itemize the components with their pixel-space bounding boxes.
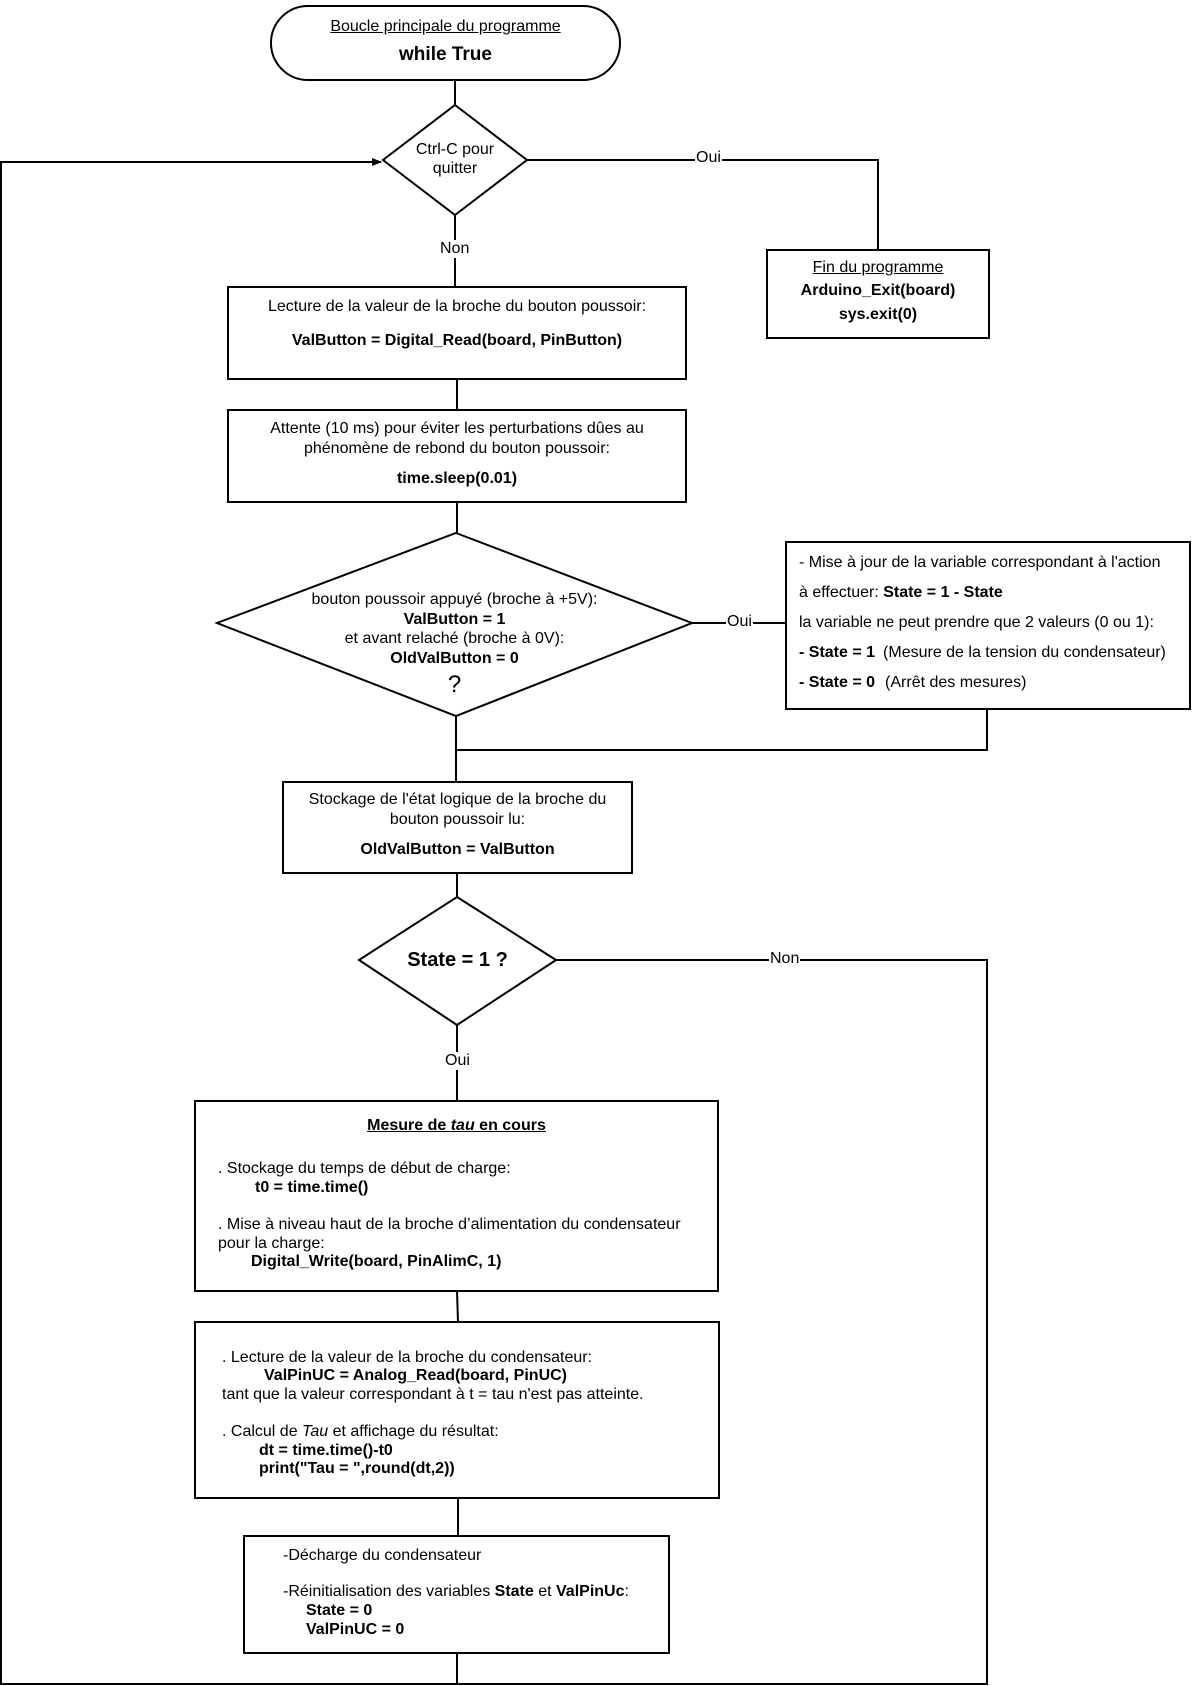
toggle-line5-code: - State = 0 (799, 674, 876, 691)
start-title: Boucle principale du programme (330, 18, 561, 35)
discharge-code1: State = 0 (306, 1602, 373, 1619)
measure-title: Mesure de tau en cours (195, 1116, 718, 1135)
discharge-line2-c: et (533, 1583, 557, 1600)
end-code2: sys.exit(0) (838, 306, 918, 323)
exit-no-label: Non (439, 240, 471, 258)
measure-line2: . Mise à niveau haut de la broche d’alim… (218, 1216, 681, 1233)
store-line1: Stockage de l'état logique de la broche … (308, 791, 607, 808)
wait-code: time.sleep(0.01) (396, 470, 518, 487)
end-code1: Arduino_Exit(board) (800, 282, 956, 299)
toggle-line1: - Mise à jour de la variable corresponda… (799, 554, 1161, 571)
store-line2: bouton poussoir lu: (389, 811, 526, 828)
read-cap-code1: ValPinUC = Analog_Read(board, PinUC) (264, 1367, 568, 1384)
state-decision-text: State = 1 ? (407, 949, 508, 971)
toggle-line4-text: (Mesure de la tension du condensateur) (883, 644, 1166, 661)
end-title: Fin du programme (812, 259, 944, 276)
measure-title-c: en cours (474, 1117, 546, 1134)
press-question: ? (447, 671, 462, 698)
discharge-line1: -Décharge du condensateur (283, 1547, 482, 1564)
wait-line1: Attente (10 ms) pour éviter les perturba… (270, 420, 644, 437)
toggle-line3: la variable ne peut prendre que 2 valeur… (799, 614, 1154, 631)
exit-decision-line1: Ctrl-C pour (415, 141, 495, 158)
read-cap-line3-c: et affichage du résultat: (328, 1423, 499, 1440)
press-code1: ValButton = 1 (403, 611, 506, 628)
press-yes-label: Oui (726, 613, 753, 631)
press-line1: bouton poussoir appuyé (broche à +5V): (311, 591, 598, 608)
measure-title-b: tau (450, 1117, 475, 1134)
read-cap-code3: print("Tau = ",round(dt,2)) (259, 1460, 455, 1477)
toggle-line5-text: (Arrêt des mesures) (885, 674, 1027, 691)
discharge-code2: ValPinUC = 0 (306, 1621, 405, 1638)
measure-code1: t0 = time.time() (255, 1179, 369, 1196)
read-cap-line1: . Lecture de la valeur de la broche du c… (222, 1349, 593, 1366)
read-cap-line3-a: . Calcul de (222, 1423, 303, 1440)
state-yes-label: Oui (444, 1052, 471, 1070)
read-cap-line2: tant que la valeur correspondant à t = t… (222, 1386, 644, 1403)
toggle-line2-code: State = 1 - State (883, 584, 1003, 601)
start-terminator (270, 5, 621, 81)
discharge-line2-b: State (494, 1583, 534, 1600)
read-cap-code2: dt = time.time()-t0 (259, 1442, 393, 1459)
exit-yes-label: Oui (695, 149, 722, 167)
toggle-line5: - State = 0 (Arrêt des mesures) (799, 673, 1026, 692)
measure-line1: . Stockage du temps de début de charge: (218, 1160, 511, 1177)
measure-code2: Digital_Write(board, PinAlimC, 1) (251, 1253, 502, 1270)
measure-line3: pour la charge: (218, 1235, 325, 1252)
discharge-line2: -Réinitialisation des variables State et… (283, 1582, 629, 1601)
toggle-line2: à effectuer: State = 1 - State (799, 583, 1003, 602)
wait-line2: phénomène de rebond du bouton poussoir: (303, 440, 610, 457)
start-code: while True (399, 44, 492, 65)
read-button-text: Lecture de la valeur de la broche du bou… (267, 298, 647, 315)
toggle-line2-prefix: à effectuer: (799, 584, 884, 601)
state-no-label: Non (769, 950, 801, 968)
exit-decision-line2: quitter (432, 160, 478, 177)
press-code2: OldValButton = 0 (390, 650, 519, 667)
press-line2: et avant relaché (broche à 0V): (344, 630, 565, 647)
discharge-line2-e: : (624, 1583, 629, 1600)
read-cap-line3: . Calcul de Tau et affichage du résultat… (222, 1422, 499, 1441)
discharge-line2-d: ValPinUc (556, 1583, 625, 1600)
store-code: OldValButton = ValButton (360, 841, 555, 858)
discharge-line2-a: -Réinitialisation des variables (283, 1583, 495, 1600)
read-button-code: ValButton = Digital_Read(board, PinButto… (291, 332, 623, 349)
toggle-line4-code: - State = 1 (799, 644, 876, 661)
measure-title-a: Mesure de (367, 1117, 451, 1134)
read-cap-line3-b: Tau (302, 1423, 329, 1440)
toggle-line4: - State = 1 (Mesure de la tension du cond… (799, 643, 1166, 662)
